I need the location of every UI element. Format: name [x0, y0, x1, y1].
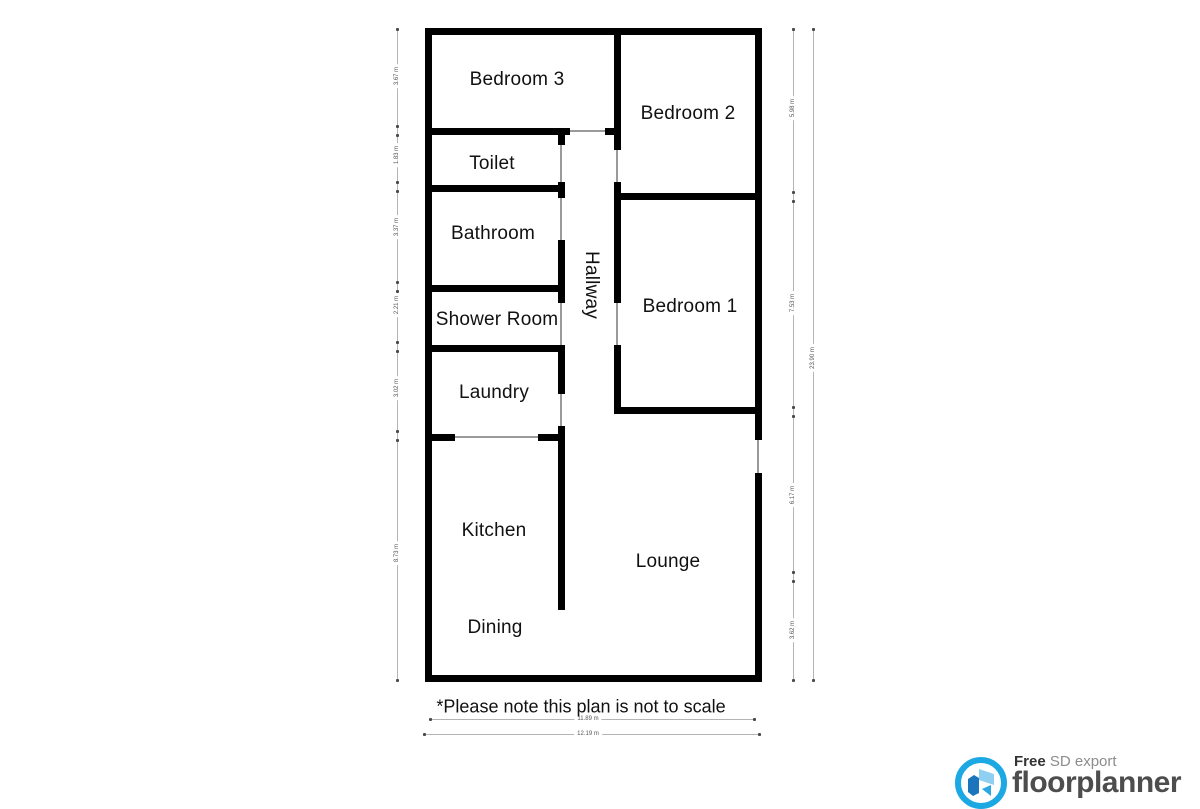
room-label-toilet: Toilet [469, 153, 515, 174]
brand-export-text: SD export [1049, 753, 1117, 770]
room-label-bedroom1: Bedroom 1 [642, 296, 738, 317]
dimension-label: 3.02 m [394, 375, 400, 401]
wall-bedroom2-bottom [614, 193, 762, 200]
room-label-lounge: Lounge [635, 551, 701, 572]
shower-door-opening [558, 303, 565, 345]
brand-export-label: Free SD export [1014, 753, 1117, 770]
room-label-bedroom2: Bedroom 2 [640, 103, 736, 124]
dimension-label: 1.83 m [394, 142, 400, 168]
wall-bedroom3-bottom [425, 128, 621, 135]
hallway-passage-opening [570, 128, 605, 135]
bedroom1-door-opening [614, 303, 621, 345]
floorplanner-icon [955, 757, 1007, 809]
dimension-label: 3.37 m [394, 214, 400, 240]
dimension-label: 5.98 m [790, 95, 796, 121]
dimension-label: 3.62 m [790, 617, 796, 643]
wall-hallway-right [614, 28, 621, 413]
wall-bathroom-bottom [425, 285, 565, 292]
brand-free-text: Free [1014, 753, 1046, 770]
room-label-bathroom: Bathroom [451, 223, 535, 244]
dimension-line-right-inner [793, 28, 794, 682]
room-label-hallway: Hallway [581, 251, 602, 319]
wall-outer-bottom [425, 675, 762, 682]
dimension-label: 3.67 m [394, 63, 400, 89]
dimension-label: 2.21 m [394, 292, 400, 318]
dimension-label: 12.19 m [574, 731, 602, 737]
wall-toilet-bottom [425, 185, 565, 192]
toilet-door-opening [558, 145, 565, 182]
room-label-bedroom3: Bedroom 3 [469, 69, 565, 90]
lounge-entry-opening [755, 440, 762, 473]
kitchen-passage-opening [455, 434, 538, 441]
room-label-laundry: Laundry [458, 382, 530, 403]
floorplanner-logo: Free SD export floorplanner [950, 748, 1200, 809]
dimension-label: 11.89 m [574, 716, 602, 722]
scale-note: *Please note this plan is not to scale [436, 696, 726, 717]
wall-outer-left [425, 28, 432, 682]
dimension-label: 8.73 m [394, 540, 400, 566]
wall-shower-bottom [425, 345, 565, 352]
wall-hallway-left [558, 128, 565, 610]
room-label-kitchen: Kitchen [461, 520, 527, 541]
room-label-dining: Dining [467, 617, 523, 638]
laundry-door-opening [558, 394, 565, 426]
wall-outer-right [755, 28, 762, 682]
bedroom2-door-opening [614, 150, 621, 182]
room-label-shower: Shower Room [435, 309, 559, 330]
bathroom-door-opening [558, 198, 565, 240]
dimension-line-left [397, 28, 398, 682]
wall-outer-top [425, 28, 762, 35]
wall-bedroom1-bottom [614, 407, 762, 414]
brand-name-text: floorplanner [1012, 766, 1182, 799]
dimension-label: 6.17 m [790, 482, 796, 508]
dimension-label: 7.53 m [790, 290, 796, 316]
dimension-label: 23.90 m [810, 344, 816, 372]
